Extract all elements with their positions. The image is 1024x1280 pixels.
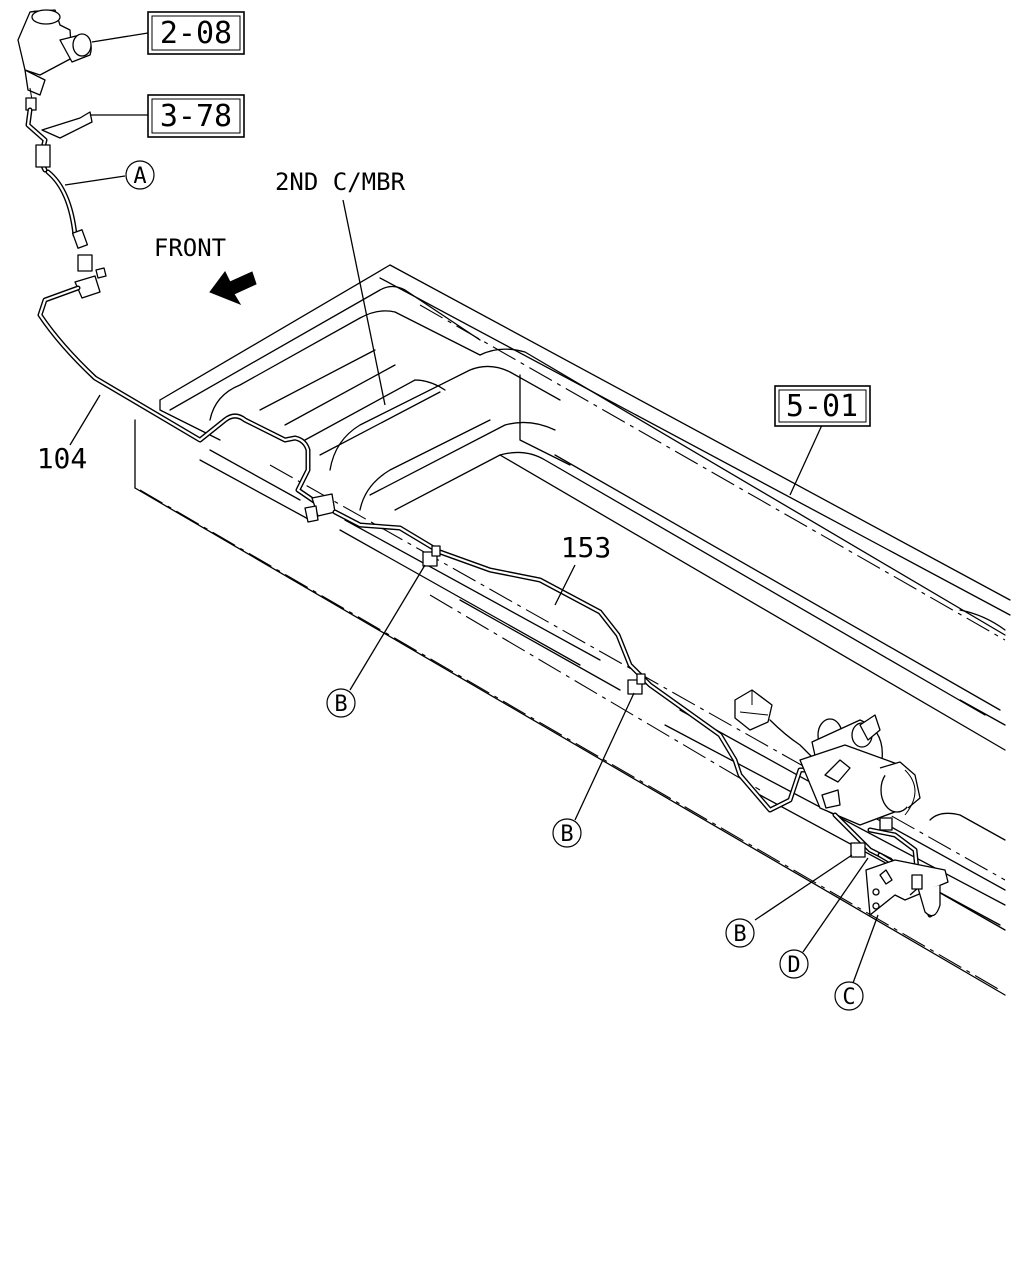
clutch-master-cylinder <box>17 9 92 111</box>
slave-cylinder-assembly <box>734 689 949 918</box>
callout-b-2: B <box>552 818 582 848</box>
label-front: FRONT <box>154 234 226 262</box>
callout-c-letter: C <box>842 985 855 1010</box>
callout-c: C <box>834 981 864 1011</box>
part-number-153: 153 <box>561 531 612 564</box>
callout-a-letter: A <box>133 164 146 189</box>
callout-d-letter: D <box>787 953 800 978</box>
callout-a: A <box>125 160 155 190</box>
ref-label-2-08: 2-08 <box>160 16 232 51</box>
front-arrow-icon <box>209 271 257 306</box>
callout-b-3: B <box>725 918 755 948</box>
part-number-104: 104 <box>37 442 88 475</box>
callout-d: D <box>779 949 809 979</box>
ref-label-3-78: 3-78 <box>160 99 232 134</box>
callout-b-3-letter: B <box>733 922 746 947</box>
ref-label-5-01: 5-01 <box>786 389 858 424</box>
ref-box-3-78: 3-78 <box>147 94 245 138</box>
callout-b-1-letter: B <box>334 692 347 717</box>
leader-lines <box>64 32 879 984</box>
ref-box-5-01: 5-01 <box>774 385 871 427</box>
clutch-hydraulic-pipes <box>25 107 843 813</box>
ref-box-2-08: 2-08 <box>147 11 245 55</box>
label-2nd-cross-member: 2ND C/MBR <box>275 168 406 196</box>
callout-b-2-letter: B <box>560 822 573 847</box>
callout-b-1: B <box>326 688 356 718</box>
